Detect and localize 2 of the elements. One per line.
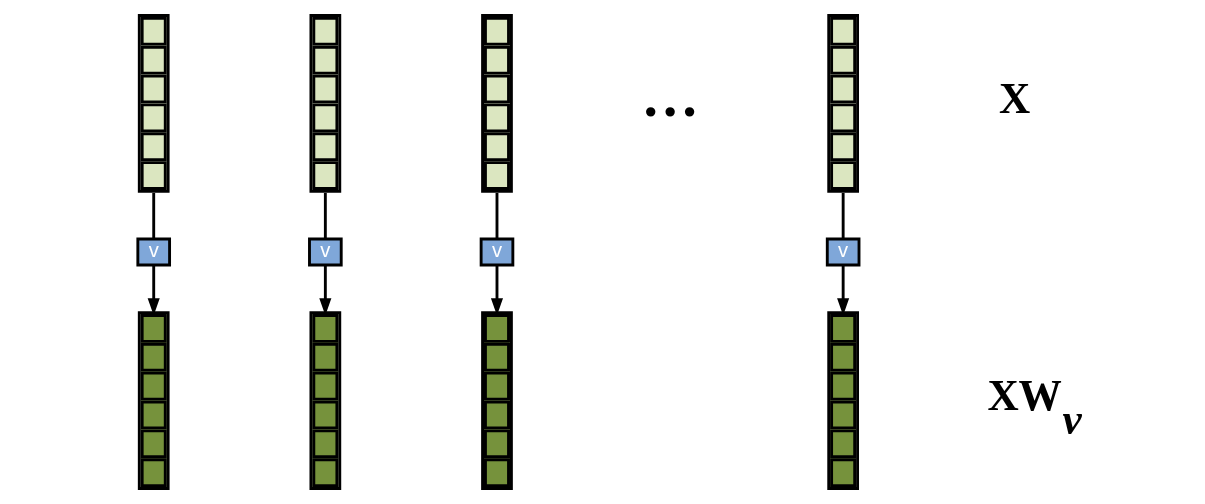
label: X: [998, 73, 1030, 122]
label: …: [640, 65, 699, 129]
